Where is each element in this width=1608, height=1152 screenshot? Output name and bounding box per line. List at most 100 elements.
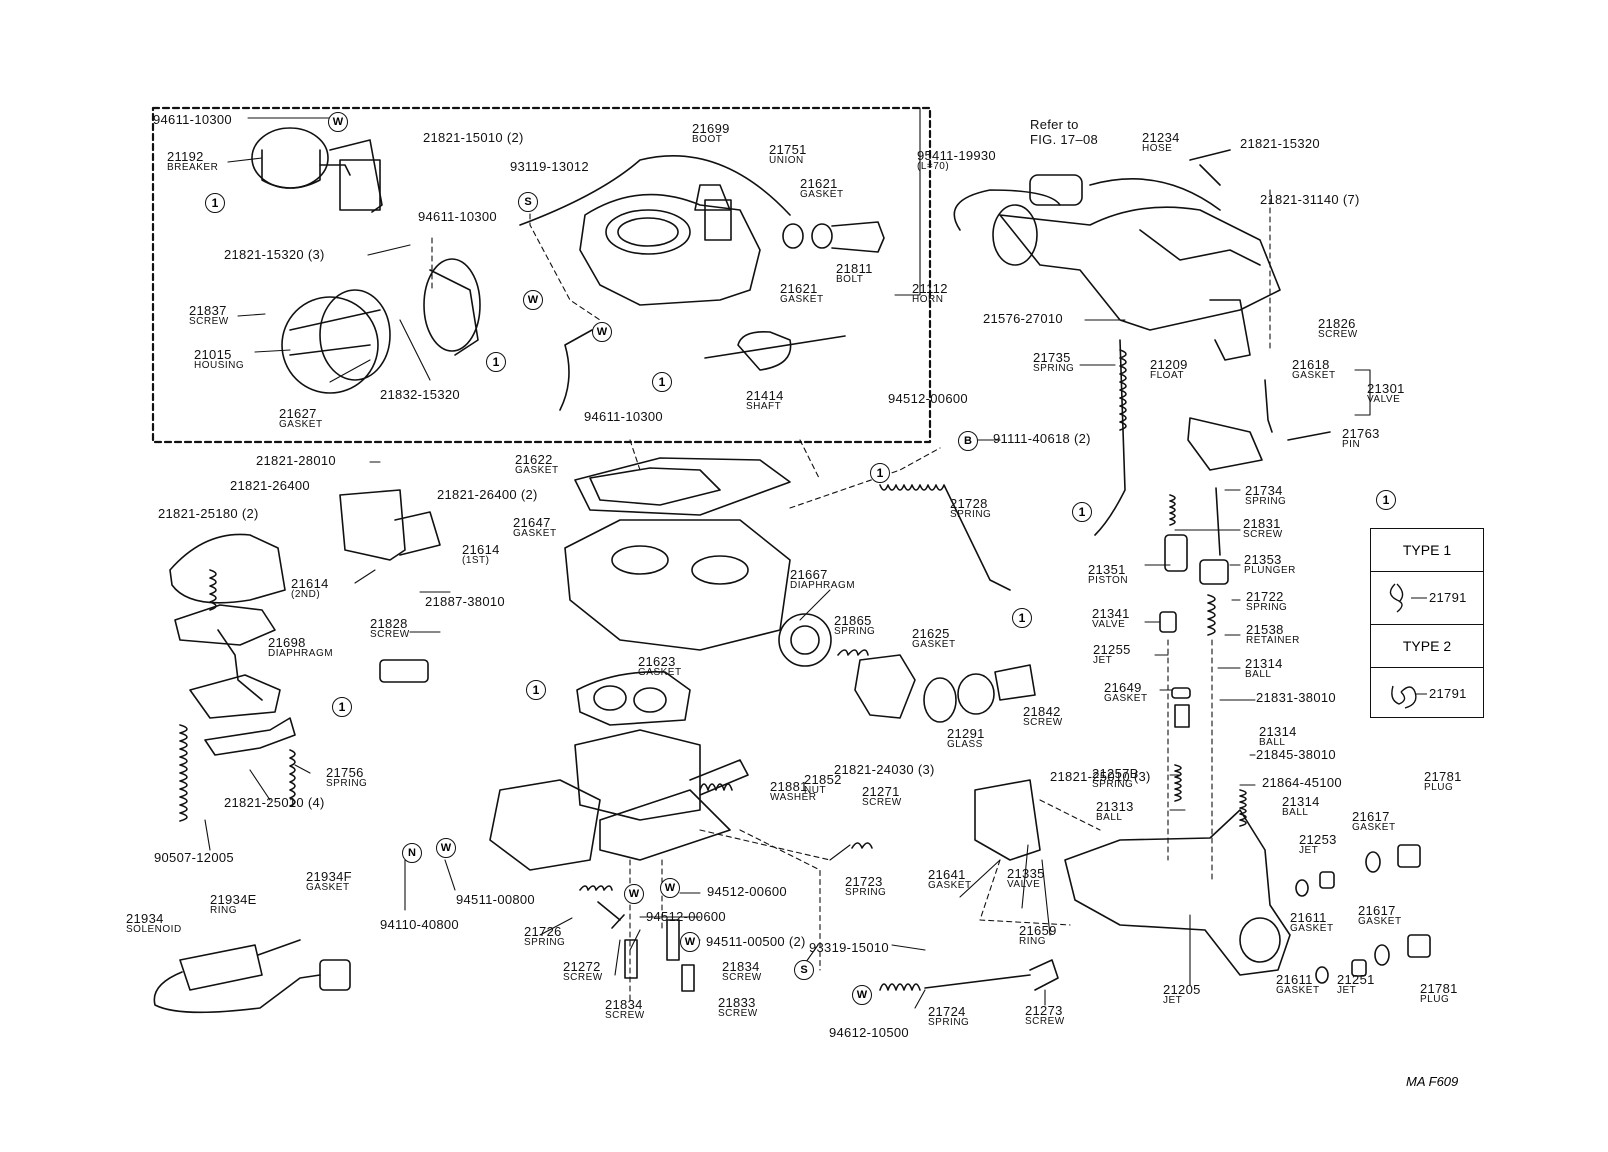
part-label: 21821-28010: [256, 454, 336, 467]
part-name: SPRING: [845, 887, 887, 898]
part-number: 21834: [605, 997, 643, 1012]
spring-21724: [879, 983, 921, 991]
part-name: BOOT: [692, 134, 723, 145]
part-label: 21821-25180 (2): [158, 507, 259, 520]
part-number: 21659: [1019, 923, 1057, 938]
part-number: 21821-26400 (2): [437, 487, 538, 502]
reference-marker: 1: [652, 372, 672, 392]
part-number: 21821-25010 (3): [1050, 769, 1151, 784]
solenoid-21934: [153, 939, 351, 1014]
part-number: 21625: [912, 626, 950, 641]
part-name: RING: [1019, 936, 1046, 947]
part-number: 21699: [692, 121, 730, 136]
shaft-part: [559, 329, 846, 411]
part-number: 21934F: [306, 869, 352, 884]
throttle-body: [489, 671, 749, 871]
part-name: HORN: [912, 294, 944, 305]
figure-code: MA F609: [1406, 1074, 1459, 1089]
part-number: 21015: [194, 347, 232, 362]
part-label: 21821-25010 (3): [1050, 770, 1151, 783]
legend-type1-title: TYPE 1: [1371, 529, 1483, 572]
plug-21781-a: [1397, 844, 1421, 868]
part-number: 21864-45100: [1262, 775, 1342, 790]
part-name: JET: [1299, 845, 1319, 856]
part-number: 21614: [462, 542, 500, 557]
part-name: SPRING: [1245, 496, 1287, 507]
part-number: 21291: [947, 726, 985, 741]
assembly-dashes: [431, 189, 1271, 1001]
part-number: 94110-40800: [380, 917, 459, 932]
part-label: 21821-15320 (3): [224, 248, 325, 261]
part-name: GASKET: [513, 528, 557, 539]
spring-21726: [579, 885, 613, 891]
part-label: 21821-26400: [230, 479, 310, 492]
part-number: 21865: [834, 613, 872, 628]
breaker-part: [251, 127, 383, 213]
part-number: 91111-40618 (2): [993, 431, 1091, 446]
part-name: HOUSING: [194, 360, 245, 371]
part-name: SPRING: [1246, 602, 1288, 613]
part-number: 21272: [563, 959, 601, 974]
part-number: 21934: [126, 911, 164, 926]
legend-type2-pic: 21791: [1371, 668, 1483, 720]
upper-right-assembly: [953, 149, 1281, 361]
part-number: 21622: [515, 452, 553, 467]
symbol-marker: W: [328, 112, 348, 132]
part-name: SCREW: [722, 972, 762, 983]
part-number: 21821-31140 (7): [1260, 192, 1360, 207]
part-name: SOLENOID: [126, 924, 182, 935]
part-name: DIAPHRAGM: [268, 648, 334, 659]
spring-21734: [1169, 494, 1176, 526]
part-name: GASKET: [279, 419, 323, 430]
part-label: 21821-15010 (2): [423, 131, 524, 144]
part-name: SCREW: [370, 629, 410, 640]
part-name: PLUNGER: [1244, 565, 1296, 576]
part-name: RING: [210, 905, 237, 916]
screw-21272: [597, 901, 625, 929]
part-number: 95411-19930: [917, 148, 996, 163]
part-label: 94512-00600: [707, 885, 787, 898]
part-number: 21576-27010: [983, 311, 1063, 326]
part-number: 94612-10500: [829, 1025, 909, 1040]
part-name: GASKET: [1276, 985, 1320, 996]
part-name: SPRING: [834, 626, 876, 637]
gasket-21611-a: [1295, 879, 1309, 897]
horn-part: [519, 154, 885, 306]
part-name: SHAFT: [746, 401, 782, 412]
part-name: SCREW: [1318, 329, 1358, 340]
part-number: 21641: [928, 867, 966, 882]
part-name: UNION: [769, 155, 804, 166]
part-name: (1ST): [462, 555, 490, 566]
part-number: 94611-10300: [418, 209, 497, 224]
part-number: 90507-12005: [154, 850, 234, 865]
spring-21728: [879, 484, 1011, 591]
part-name: JET: [1163, 995, 1183, 1006]
part-number: 21234: [1142, 130, 1180, 145]
reference-marker: 1: [870, 463, 890, 483]
part-name: HOSE: [1142, 143, 1173, 154]
